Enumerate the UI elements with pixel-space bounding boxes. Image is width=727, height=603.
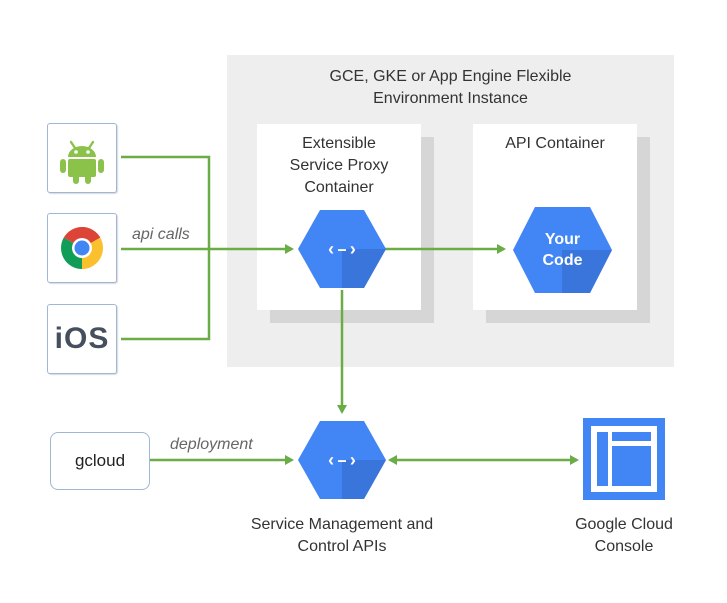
environment-title-line1: GCE, GKE or App Engine Flexible: [329, 68, 572, 85]
console-line2: Console: [594, 538, 654, 555]
svg-text:‹–›: ‹–›: [326, 452, 358, 472]
ios-label: iOS: [54, 322, 110, 355]
android-tile[interactable]: [47, 123, 117, 193]
proxy-title-line3: Container: [304, 179, 374, 196]
environment-title-line2: Environment Instance: [373, 90, 528, 107]
your-code-line1: Your: [544, 231, 581, 248]
ios-connector: [121, 249, 211, 341]
console-icon: [583, 418, 665, 500]
proxy-title-line2: Service Proxy: [289, 157, 389, 174]
api-container-title: API Container: [505, 135, 605, 152]
svg-text:‹–›: ‹–›: [326, 241, 358, 261]
api-calls-label: api calls: [132, 226, 190, 243]
proxy-container-title: Extensible Service Proxy Container: [257, 133, 421, 199]
your-code-line2: Code: [542, 252, 583, 269]
console-line1: Google Cloud: [575, 516, 673, 533]
deployment-label: deployment: [170, 436, 253, 453]
your-code-hexagon: [513, 207, 612, 293]
environment-title: GCE, GKE or App Engine Flexible Environm…: [227, 66, 674, 110]
chrome-icon: [60, 227, 104, 269]
service-management-line1: Service Management and: [250, 516, 434, 533]
your-code-label: Your Code: [513, 229, 612, 271]
proxy-title-line1: Extensible: [302, 135, 376, 152]
service-management-caption: Service Management and Control APIs: [222, 514, 462, 558]
console-caption: Google Cloud Console: [554, 514, 694, 558]
chrome-tile[interactable]: [47, 213, 117, 283]
android-connector: [121, 155, 211, 249]
service-management-hexagon: ‹–›: [298, 421, 386, 499]
service-management-line2: Control APIs: [297, 538, 387, 555]
ios-tile[interactable]: iOS: [47, 304, 117, 374]
android-icon: [60, 140, 104, 184]
gcloud-label: gcloud: [74, 451, 126, 470]
proxy-hexagon: ‹–›: [298, 210, 386, 288]
gcloud-box[interactable]: gcloud: [50, 432, 150, 490]
